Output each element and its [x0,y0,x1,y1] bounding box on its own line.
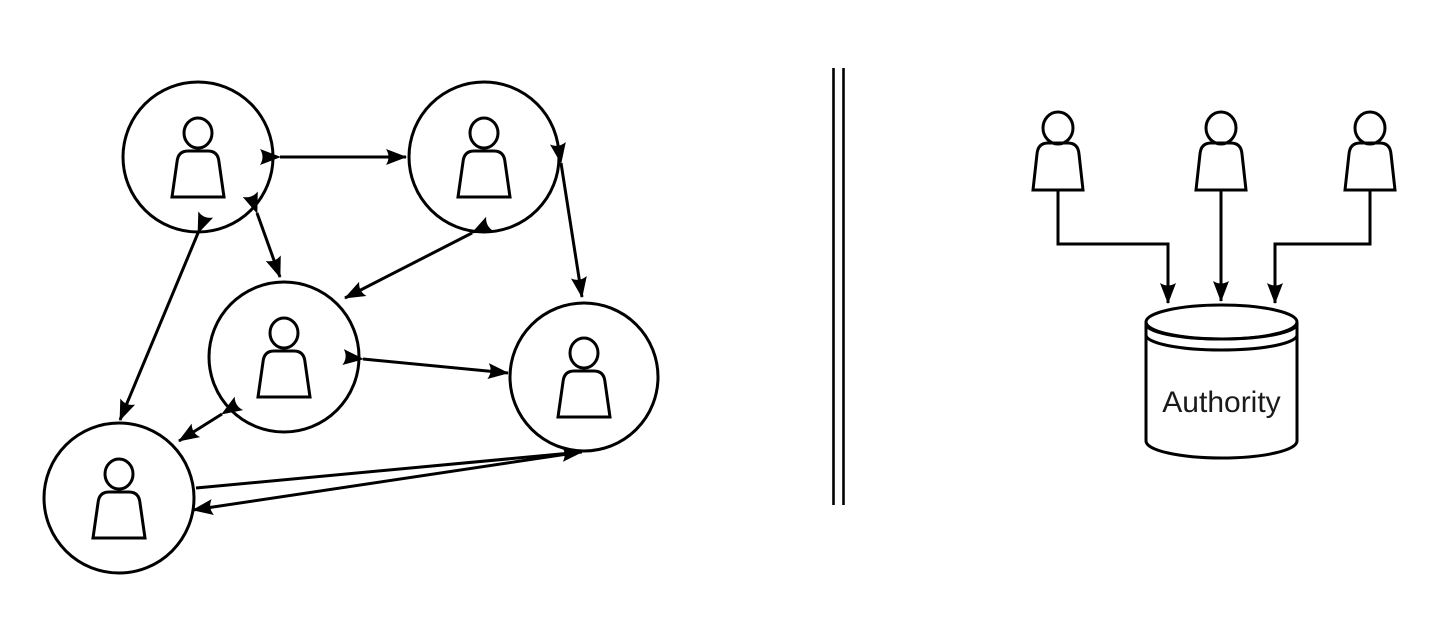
peer-node-bottom-left [42,421,196,575]
user-icon-left [1031,110,1085,192]
arrow-user-left-to-authority [1056,190,1176,304]
link-topright-center [344,216,494,300]
link-topleft-center [242,191,282,278]
peer-node-top-right [407,80,561,234]
peer-node-right [508,301,660,453]
user-icon-center [1194,110,1248,192]
peer-node-top-left [121,80,275,234]
link-center-right [342,349,509,380]
authority-label: Authority [1162,386,1280,419]
authority-panel: Authority [1031,110,1397,460]
peer-node-center [207,280,361,434]
link-right-to-bottomleft [192,451,575,515]
user-icon-right [1343,110,1397,192]
p2p-network-panel [42,80,660,575]
panel-separator [832,68,845,505]
link-bottomleft-to-right [195,445,583,490]
link-center-bottomleft [178,396,244,443]
arrow-user-right-to-authority [1267,190,1372,304]
link-topright-right [549,142,587,298]
authority-database-icon: Authority [1144,303,1299,460]
link-topleft-bottomleft [118,211,214,421]
